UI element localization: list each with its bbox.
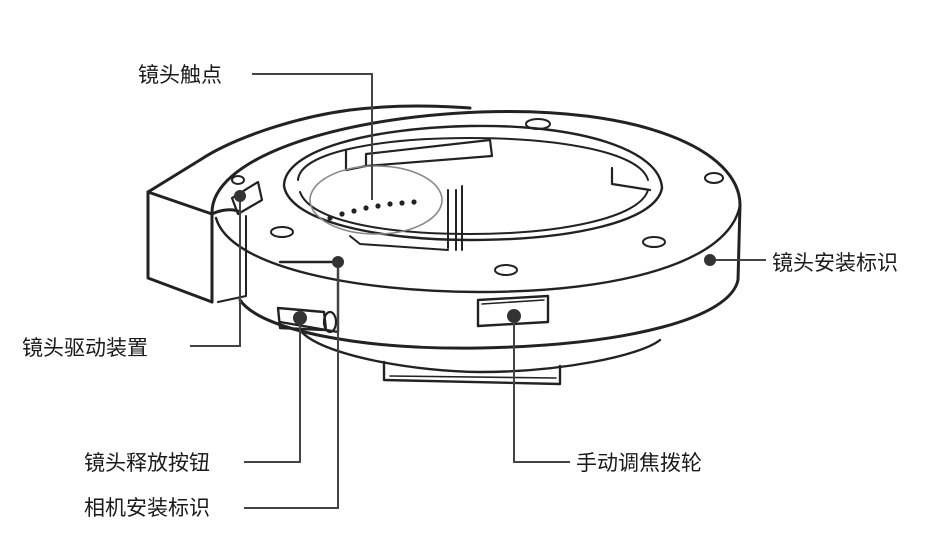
- marker-lens-drive: [234, 190, 246, 202]
- adapter-body: [146, 104, 742, 386]
- leader-lens-drive: [190, 196, 241, 347]
- label-lens-mount-index: 镜头安装标识: [772, 251, 898, 275]
- marker-focus-wheel: [507, 309, 521, 323]
- leader-lens-release: [244, 318, 301, 463]
- label-lens-release-button: 镜头释放按钮: [84, 451, 210, 475]
- marker-lens-release: [293, 311, 307, 325]
- leader-camera-mount: [244, 262, 339, 509]
- marker-camera-mount: [332, 256, 344, 268]
- marker-dots: [234, 190, 716, 325]
- label-manual-focus-wheel: 手动调焦拨轮: [576, 451, 702, 475]
- leader-lines: [190, 73, 766, 509]
- label-lens-drive: 镜头驱动装置: [22, 336, 148, 360]
- leader-lens-contacts: [252, 73, 373, 200]
- marker-lens-mount: [704, 254, 716, 266]
- contact-pins: [327, 199, 417, 221]
- label-lens-contacts: 镜头触点: [138, 63, 222, 87]
- label-camera-mount-index: 相机安装标识: [84, 496, 210, 520]
- leader-focus-wheel: [513, 316, 570, 463]
